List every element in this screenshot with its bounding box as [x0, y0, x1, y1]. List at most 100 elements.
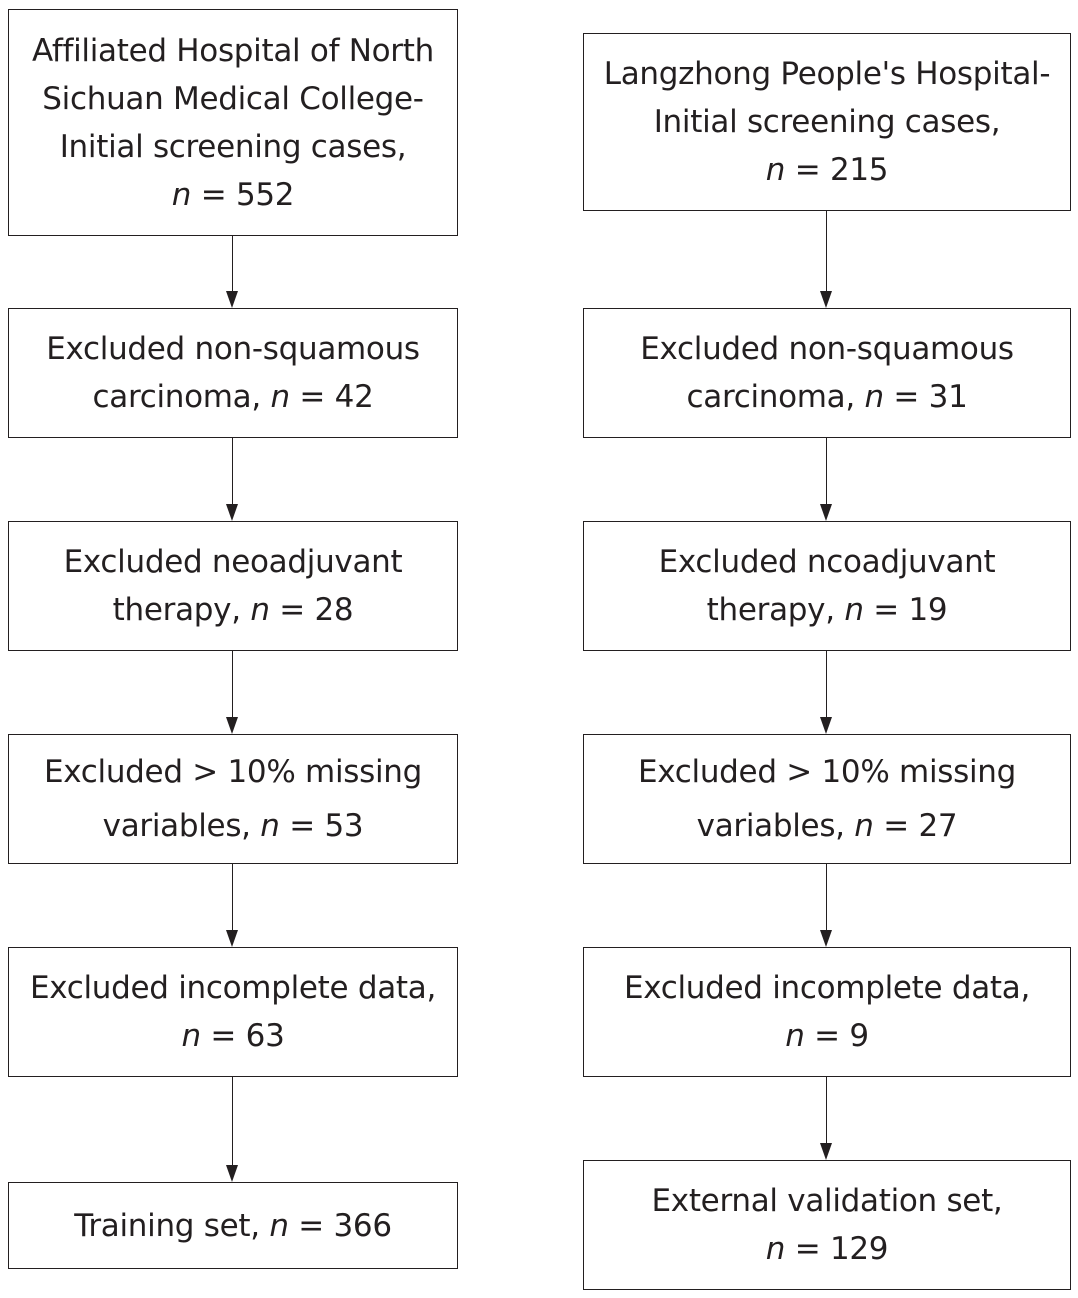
box-line: n = 129 [765, 1225, 889, 1273]
arrow-down-icon [226, 651, 238, 734]
arrowhead [820, 291, 832, 308]
box-line: Affiliated Hospital of North [32, 32, 434, 69]
box-line: n = 215 [766, 146, 889, 194]
box-right-excluded-neoadjuvant: Excluded ncoadjuvant therapy, n = 19 [583, 521, 1071, 651]
box-right-excluded-incomplete-data: Excluded incomplete data, n = 9 [583, 947, 1071, 1077]
arrowhead [226, 1165, 238, 1182]
box-left-excluded-neoadjuvant: Excluded neoadjuvant therapy, n = 28 [8, 521, 458, 651]
arrowhead [226, 291, 238, 308]
box-line: Langzhong People's Hospital- [603, 56, 1051, 92]
arrow-down-icon [820, 651, 832, 734]
n-symbol: n [765, 1231, 786, 1267]
arrow-shaft [231, 651, 233, 719]
arrowhead [226, 717, 238, 734]
equals-sign: = [863, 592, 909, 628]
arrow-shaft [825, 438, 827, 506]
equals-sign: = [288, 1207, 334, 1244]
arrow-shaft [825, 211, 827, 293]
box-line: n = 63 [181, 1012, 284, 1060]
arrowhead [226, 504, 238, 521]
box-line: Excluded > 10% missing [43, 754, 422, 790]
equals-sign: = [191, 176, 236, 213]
equals-sign: = [804, 1018, 850, 1054]
box-line: therapy, n = 19 [707, 586, 948, 634]
n-value: 9 [849, 1018, 869, 1054]
equals-sign: = [279, 808, 325, 844]
arrow-shaft [231, 1077, 233, 1167]
box-right-excluded-non-squamous: Excluded non-squamous carcinoma, n = 31 [583, 308, 1071, 438]
arrow-down-icon [820, 438, 832, 521]
n-value: 42 [334, 379, 374, 415]
arrow-shaft [231, 864, 233, 932]
n-symbol: n [785, 1018, 805, 1054]
arrow-shaft [231, 438, 233, 506]
box-line: Excluded incomplete data, [623, 970, 1031, 1006]
n-symbol: n [181, 1018, 201, 1054]
box-left-training-set: Training set, n = 366 [8, 1182, 458, 1269]
n-symbol: n [250, 592, 270, 628]
equals-sign: = [883, 379, 929, 415]
equals-sign: = [200, 1018, 246, 1054]
box-line: Excluded incomplete data, [29, 970, 437, 1006]
n-symbol: n [260, 808, 280, 844]
box-line: Excluded neoadjuvant [63, 544, 403, 580]
equals-sign: = [289, 379, 335, 415]
arrow-down-icon [820, 1077, 832, 1160]
n-value: 366 [333, 1207, 392, 1244]
n-value: 53 [324, 808, 364, 844]
equals-sign: = [873, 808, 919, 844]
line-prefix: Training set, [74, 1207, 270, 1244]
n-value: 552 [235, 176, 295, 213]
box-line: carcinoma, n = 42 [93, 373, 374, 421]
box-line: Initial screening cases, [59, 128, 407, 165]
box-line: Training set, n = 366 [74, 1202, 392, 1250]
arrow-down-icon [820, 211, 832, 308]
arrowhead [820, 504, 832, 521]
arrow-down-icon [226, 864, 238, 947]
arrow-shaft [825, 1077, 827, 1145]
box-line: variables, n = 53 [103, 799, 364, 853]
box-left-initial-screening: Affiliated Hospital of North Sichuan Med… [8, 9, 458, 236]
equals-sign: = [269, 592, 315, 628]
n-value: 129 [829, 1231, 889, 1267]
box-line: Initial screening cases, [653, 104, 1001, 140]
box-left-excluded-missing-variables: Excluded > 10% missing variables, n = 53 [8, 734, 458, 864]
box-line: Excluded > 10% missing [637, 754, 1016, 790]
arrow-down-icon [820, 864, 832, 947]
line-prefix: therapy, [706, 592, 845, 628]
line-prefix: carcinoma, [686, 379, 865, 415]
n-value: 28 [314, 592, 354, 628]
arrow-down-icon [226, 438, 238, 521]
box-left-excluded-incomplete-data: Excluded incomplete data, n = 63 [8, 947, 458, 1077]
arrowhead [820, 930, 832, 947]
arrowhead [820, 717, 832, 734]
box-line: carcinoma, n = 31 [687, 373, 968, 421]
arrow-down-icon [226, 1077, 238, 1182]
box-line: n = 9 [785, 1012, 869, 1060]
equals-sign: = [785, 1231, 830, 1267]
line-prefix: variables, [102, 808, 261, 844]
n-symbol: n [269, 1207, 289, 1244]
arrow-down-icon [226, 236, 238, 308]
box-line: Excluded non-squamous [640, 331, 1014, 367]
arrow-shaft [825, 651, 827, 719]
n-symbol: n [270, 379, 290, 415]
box-right-external-validation-set: External validation set, n = 129 [583, 1160, 1071, 1290]
arrow-shaft [231, 236, 233, 293]
n-value: 215 [829, 152, 889, 188]
n-value: 31 [928, 379, 968, 415]
n-value: 63 [245, 1018, 285, 1054]
line-prefix: variables, [696, 808, 855, 844]
box-right-excluded-missing-variables: Excluded > 10% missing variables, n = 27 [583, 734, 1071, 864]
arrowhead [820, 1143, 832, 1160]
n-value: 19 [908, 592, 948, 628]
line-prefix: carcinoma, [92, 379, 271, 415]
box-line: n = 552 [172, 171, 295, 219]
arrowhead [226, 930, 238, 947]
line-prefix: therapy, [112, 592, 251, 628]
box-line: External validation set, [651, 1183, 1003, 1219]
equals-sign: = [785, 152, 830, 188]
box-line: Excluded ncoadjuvant [658, 544, 996, 580]
box-left-excluded-non-squamous: Excluded non-squamous carcinoma, n = 42 [8, 308, 458, 438]
